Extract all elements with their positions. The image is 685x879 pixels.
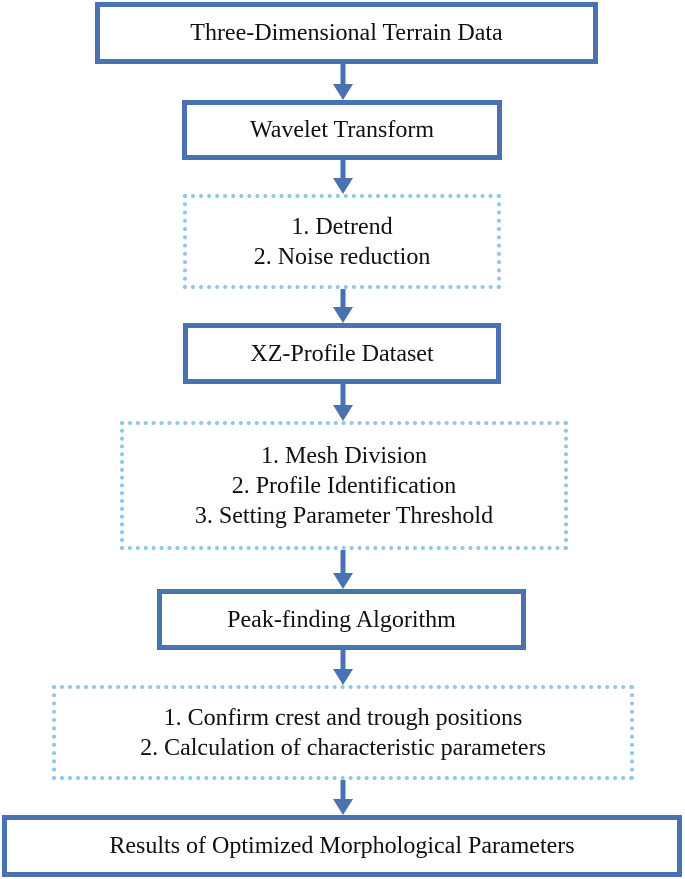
arrow-1 bbox=[333, 64, 353, 100]
arrow-6 bbox=[333, 650, 353, 685]
arrow-5 bbox=[333, 550, 353, 589]
profile-processing-steps-box: 1. Mesh Division 2. Profile Identificati… bbox=[120, 421, 568, 550]
step-item: 1. Mesh Division bbox=[260, 442, 427, 469]
box-label: XZ-Profile Dataset bbox=[250, 340, 434, 367]
box-label: Peak-finding Algorithm bbox=[227, 606, 456, 633]
terrain-data-box: Three-Dimensional Terrain Data bbox=[95, 2, 598, 64]
arrow-4 bbox=[333, 384, 353, 421]
peak-finding-algorithm-box: Peak-finding Algorithm bbox=[157, 589, 526, 650]
arrow-3 bbox=[333, 289, 353, 323]
box-label: Three-Dimensional Terrain Data bbox=[190, 20, 503, 46]
step-item: 3. Setting Parameter Threshold bbox=[194, 502, 494, 529]
parameter-calculation-steps-box: 1. Confirm crest and trough positions 2.… bbox=[52, 685, 634, 780]
step-item: 1. Detrend bbox=[291, 213, 393, 240]
wavelet-transform-box: Wavelet Transform bbox=[182, 100, 502, 160]
preprocessing-steps-box: 1. Detrend 2. Noise reduction bbox=[183, 194, 501, 289]
box-label: Wavelet Transform bbox=[249, 117, 435, 143]
xz-profile-dataset-box: XZ-Profile Dataset bbox=[183, 323, 501, 384]
arrow-2 bbox=[333, 160, 353, 194]
arrow-7 bbox=[333, 780, 353, 815]
step-item: 2. Noise reduction bbox=[253, 243, 431, 270]
step-item: 1. Confirm crest and trough positions bbox=[163, 704, 523, 731]
step-item: 2. Profile Identification bbox=[231, 472, 457, 499]
box-label: Results of Optimized Morphological Param… bbox=[109, 833, 575, 859]
optimized-parameters-results-box: Results of Optimized Morphological Param… bbox=[2, 815, 682, 877]
step-item: 2. Calculation of characteristic paramet… bbox=[140, 734, 546, 761]
